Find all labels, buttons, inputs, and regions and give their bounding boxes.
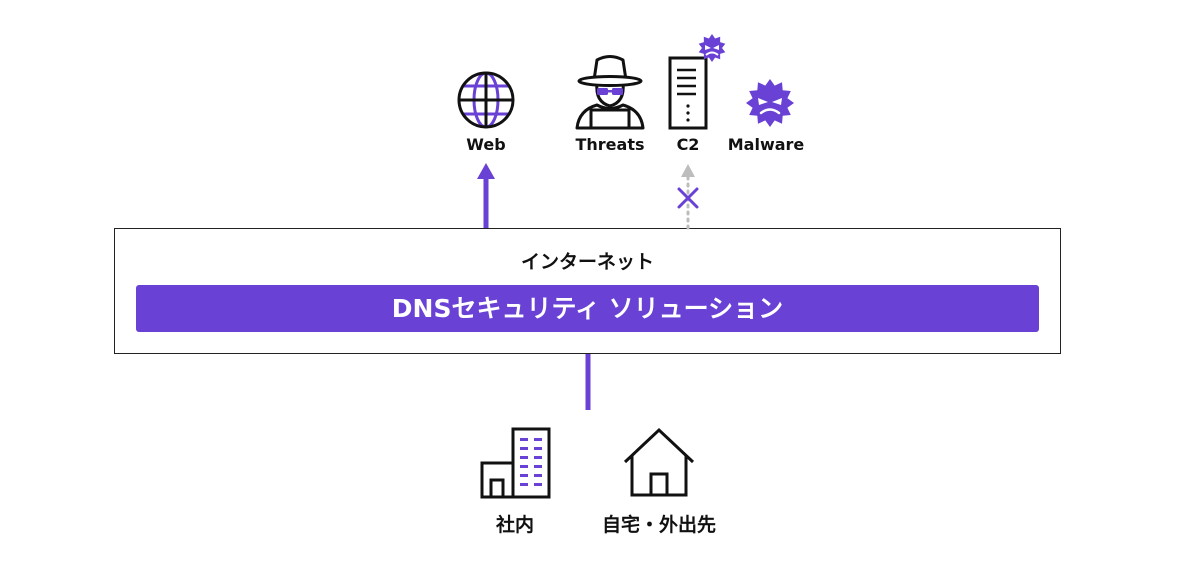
internet-box: インターネット DNSセキュリティ ソリューション (114, 228, 1061, 354)
internet-label: インターネット (520, 251, 654, 273)
hacker-icon (573, 52, 647, 130)
malware-label: Malware (727, 135, 805, 154)
virus-icon (744, 77, 796, 129)
globe-icon (456, 70, 516, 130)
dns-security-solution-bar: DNSセキュリティ ソリューション (136, 285, 1039, 332)
c2-blocked-arrow (681, 164, 695, 230)
office-label: 社内 (495, 514, 534, 536)
web-label: Web (466, 135, 506, 154)
web-arrow (477, 163, 495, 228)
home-remote-label: 自宅・外出先 (601, 514, 716, 536)
blocked-x-icon (677, 187, 699, 209)
house-icon (622, 426, 698, 498)
threats-label: Threats (575, 135, 645, 154)
office-building-icon (478, 426, 552, 500)
server-icon (668, 56, 708, 130)
c2-label: C2 (676, 135, 700, 154)
bug-icon (694, 30, 730, 66)
